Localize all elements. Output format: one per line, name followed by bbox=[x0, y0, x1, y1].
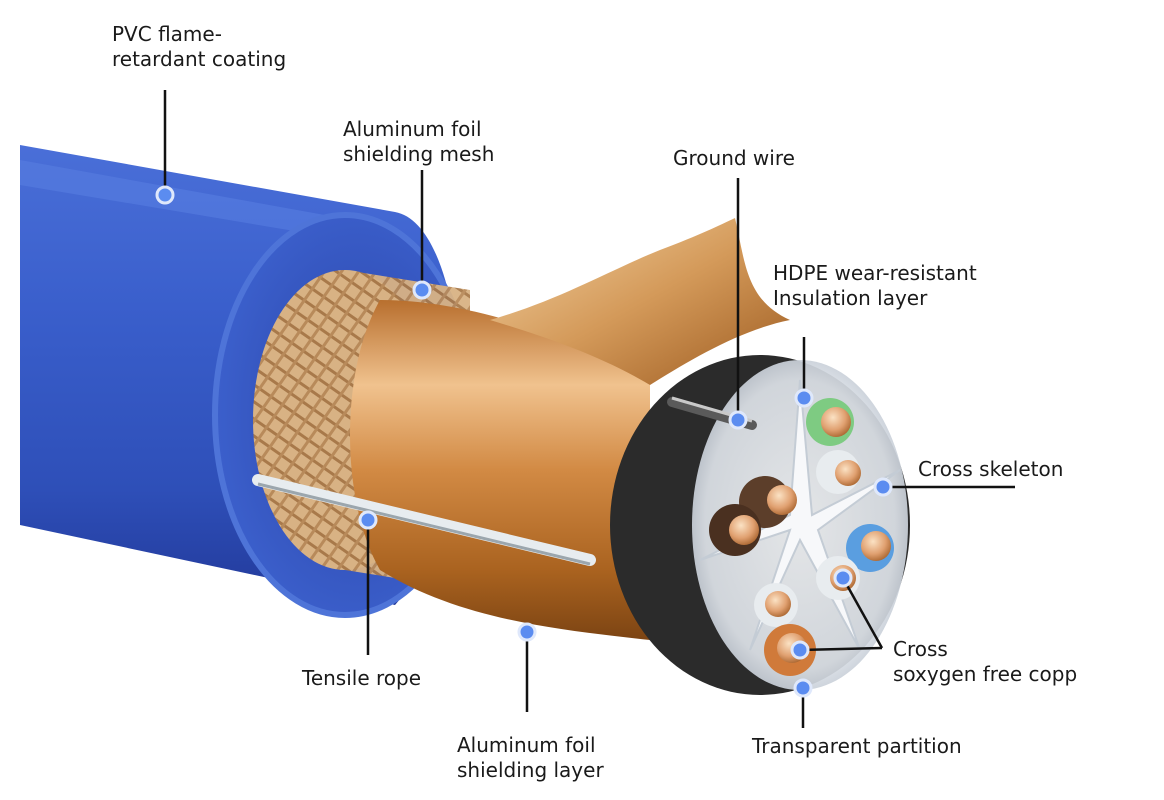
label-copper-line2: soxygen free copp bbox=[893, 662, 1078, 686]
label-cross-skeleton-line1: Cross skeleton bbox=[918, 457, 1064, 481]
marker-copper-b bbox=[790, 640, 810, 660]
marker-cross-skeleton bbox=[873, 477, 893, 497]
label-tensile-rope-line1: Tensile rope bbox=[302, 666, 422, 690]
label-pvc-coating-line2: retardant coating bbox=[112, 47, 287, 71]
tensile-rope-graphic bbox=[252, 474, 596, 566]
marker-foil-layer bbox=[517, 622, 537, 642]
label-foil-mesh-line2: shielding mesh bbox=[343, 142, 495, 166]
leader-copper-a bbox=[841, 577, 884, 649]
marker-hdpe-layer bbox=[794, 388, 814, 408]
marker-pvc-coating bbox=[155, 185, 175, 205]
leader-copper-b bbox=[799, 646, 883, 652]
marker-copper-a bbox=[833, 568, 853, 588]
marker-partition bbox=[793, 678, 813, 698]
pvc-jacket-highlight bbox=[20, 160, 380, 245]
foil-flap bbox=[490, 218, 790, 385]
wire-pairs bbox=[709, 398, 894, 676]
leader-lines bbox=[163, 90, 1015, 728]
label-copper: Cross soxygen free copp bbox=[893, 637, 1093, 687]
label-hdpe-layer: HDPE wear-resistant Insulation layer bbox=[773, 261, 977, 311]
label-partition: Transparent partition bbox=[752, 734, 962, 759]
tensile-rope-shadow bbox=[257, 482, 591, 566]
label-ground-wire-line1: Ground wire bbox=[673, 146, 795, 170]
markers bbox=[155, 185, 893, 698]
marker-foil-mesh bbox=[412, 280, 432, 300]
label-ground-wire: Ground wire bbox=[673, 146, 795, 171]
label-cross-skeleton: Cross skeleton bbox=[918, 457, 1063, 482]
label-foil-mesh: Aluminum foil shielding mesh bbox=[343, 117, 494, 167]
label-pvc-coating-line1: PVC flame- bbox=[112, 22, 222, 46]
label-foil-layer: Aluminum foil shielding layer bbox=[457, 733, 604, 783]
marker-ground-wire bbox=[728, 410, 748, 430]
label-foil-mesh-line1: Aluminum foil bbox=[343, 117, 482, 141]
label-foil-layer-line2: shielding layer bbox=[457, 758, 604, 782]
label-tensile-rope: Tensile rope bbox=[302, 666, 421, 691]
label-hdpe-layer-line2: Insulation layer bbox=[773, 286, 928, 310]
label-foil-layer-line1: Aluminum foil bbox=[457, 733, 596, 757]
label-copper-line1: Cross bbox=[893, 637, 948, 661]
label-hdpe-layer-line1: HDPE wear-resistant bbox=[773, 261, 977, 285]
label-pvc-coating: PVC flame- retardant coating bbox=[112, 22, 286, 72]
marker-tensile-rope bbox=[358, 510, 378, 530]
label-partition-line1: Transparent partition bbox=[752, 734, 962, 758]
